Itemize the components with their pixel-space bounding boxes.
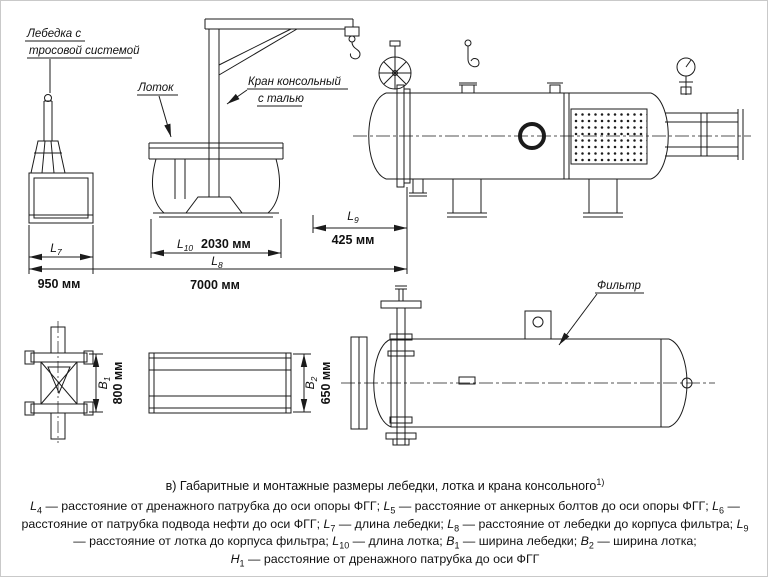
dim-L10-value: 2030 мм	[201, 237, 251, 251]
caption-text: в) Габаритные и монтажные размеры лебедк…	[165, 479, 597, 494]
dim-L9-symbol: L9	[347, 209, 359, 225]
dim-B1-value: 800 мм	[111, 362, 125, 405]
technical-drawing: Лебедка с тросовой системой Лоток Кран к…	[24, 18, 751, 446]
caption-footnote-mark: 1)	[596, 477, 605, 487]
filter-label: Фильтр	[597, 280, 642, 292]
dim-L8-value: 7000 мм	[190, 278, 240, 292]
legend-item-L10: L10 — длина лотка;	[332, 534, 447, 551]
winch-plan-view	[24, 321, 103, 443]
dim-B2-symbol: B2	[303, 376, 319, 389]
legend-item-H1: H1 — расстояние от дренажного патрубка д…	[230, 552, 540, 569]
fgg-vessel-view	[353, 39, 751, 218]
legend-item-L7: L7 — длина лебедки;	[323, 516, 448, 534]
winch-front-view	[25, 40, 132, 224]
legend-item-L4: L4 — расстояние от дренажного патрубка д…	[30, 499, 384, 516]
dimension-legend: L4 — расстояние от дренажного патрубка д…	[15, 499, 755, 570]
winch-label-line1: Лебедка с	[26, 28, 81, 40]
crane-label-line2: с талью	[258, 93, 304, 105]
tray-plan-view	[148, 352, 311, 414]
legend-item-L5: L5 — расстояние от анкерных болтов до ос…	[383, 499, 713, 516]
dimension-lines	[28, 187, 408, 274]
legend-item-L8: L8 — расстояние от лебедки до корпуса фи…	[447, 516, 737, 534]
tray-label: Лоток	[137, 82, 174, 94]
tray-crane-view	[137, 18, 361, 218]
dim-L10-symbol: L10	[177, 237, 193, 253]
figure-caption: в) Габаритные и монтажные размеры лебедк…	[1, 477, 767, 494]
dim-B2-value: 650 мм	[319, 362, 333, 405]
winch-label-line2: тросовой системой	[29, 45, 140, 57]
dim-L7-value: 950 мм	[38, 277, 81, 291]
crane-label-line1: Кран консольный	[248, 76, 341, 88]
dim-B1-symbol: B1	[96, 376, 112, 389]
filter-side-view	[341, 285, 715, 446]
dim-L9-value: 425 мм	[332, 233, 375, 247]
dim-L7-symbol: L7	[50, 241, 62, 257]
dim-L8-symbol: L8	[211, 254, 223, 270]
legend-item-B1: B1 — ширина лебедки;	[446, 534, 581, 551]
legend-item-B2: B2 — ширина лотка;	[580, 534, 697, 551]
legend-item-L9: L9 — расстояние от лотка до корпуса филь…	[73, 516, 749, 549]
legend-item-L6: L6 — расстояние от патрубка подвода нефт…	[21, 499, 740, 531]
